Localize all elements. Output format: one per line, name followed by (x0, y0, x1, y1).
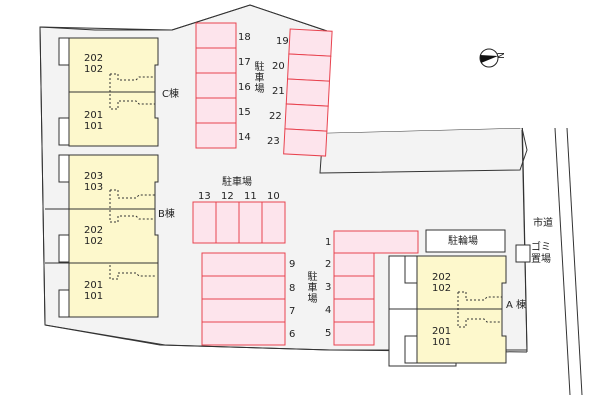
building-label-a: A 棟 (506, 300, 527, 311)
north-arrow-icon (479, 48, 499, 68)
building-a (388, 229, 531, 367)
space-15: 15 (238, 107, 251, 118)
space-9: 9 (289, 259, 296, 270)
space-1: 1 (325, 237, 332, 248)
compass-n-label: N (496, 52, 507, 59)
building-label-b: B棟 (158, 209, 175, 220)
space-11: 11 (244, 191, 257, 202)
building-label-c: C棟 (162, 89, 179, 100)
space-23: 23 (267, 136, 280, 147)
parking-6-9 (201, 252, 286, 346)
parking-10-13 (192, 201, 286, 244)
space-18: 18 (238, 32, 251, 43)
space-6: 6 (289, 329, 296, 340)
space-14: 14 (238, 132, 251, 143)
building-b (45, 154, 159, 318)
space-8: 8 (289, 283, 296, 294)
space-22: 22 (269, 111, 282, 122)
city-road-label: 市道 (533, 218, 553, 229)
space-19: 19 (276, 36, 289, 47)
space-4: 4 (325, 305, 332, 316)
road-line (566, 127, 583, 396)
parking-label: 駐車場 (254, 62, 265, 95)
space-2: 2 (325, 259, 332, 270)
building-c (58, 37, 159, 147)
garbage-area-label: ゴミ置場 (531, 242, 551, 265)
parking-14-18 (195, 22, 237, 149)
space-13: 13 (198, 191, 211, 202)
space-17: 17 (238, 57, 251, 68)
space-10: 10 (267, 191, 280, 202)
space-5: 5 (325, 328, 332, 339)
space-21: 21 (272, 86, 285, 97)
parking-1-5 (333, 230, 419, 346)
space-12: 12 (221, 191, 234, 202)
parking-19-23 (283, 28, 333, 157)
space-3: 3 (325, 282, 332, 293)
space-7: 7 (289, 306, 296, 317)
parking-label: 駐車場 (222, 177, 252, 188)
space-16: 16 (238, 82, 251, 93)
road-line (554, 127, 571, 396)
parking-label: 駐車場 (307, 272, 318, 305)
space-20: 20 (272, 61, 285, 72)
bicycle-parking-label: 駐輪場 (448, 236, 478, 247)
